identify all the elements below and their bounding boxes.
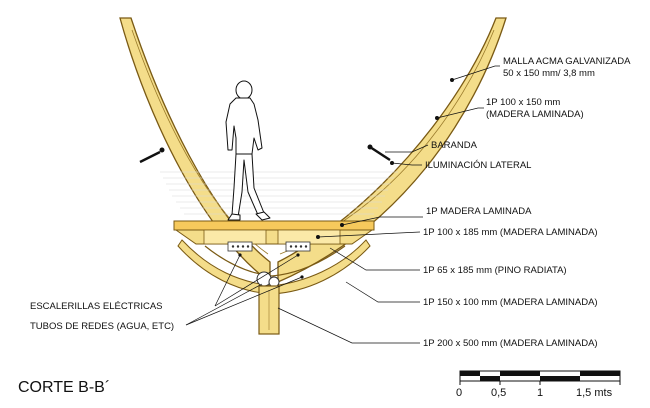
label-side-member-line2: (MADERA LAMINADA) (486, 109, 584, 120)
label-malla-line2: 50 x 150 mm/ 3,8 mm (503, 68, 595, 79)
deck (160, 171, 398, 245)
scale-tick-0: 0 (456, 387, 462, 399)
deck-mesh-lines (160, 171, 398, 215)
electrical-tray-right (285, 241, 311, 252)
label-escalerillas: ESCALERILLAS ELÉCTRICAS (30, 301, 163, 312)
scale-bar: 0 0,5 1 1,5 mts (456, 370, 621, 399)
network-pipes (256, 271, 280, 288)
railing-left (139, 147, 165, 164)
curved-lower-member (177, 239, 371, 295)
section-title: CORTE B-B´ (18, 379, 110, 396)
label-curved-member: 1P 150 x 100 mm (MADERA LAMINADA) (423, 297, 598, 308)
label-beam: 1P 100 x 185 mm (MADERA LAMINADA) (423, 227, 598, 238)
label-baranda: BARANDA (431, 140, 478, 151)
scale-tick-3: 1,5 mts (576, 387, 613, 399)
electrical-trays (227, 241, 311, 252)
scale-tick-2: 1 (537, 387, 543, 399)
pedestrian-figure (225, 80, 271, 221)
label-pino: 1P 65 x 185 mm (PINO RADIATA) (423, 265, 567, 276)
electrical-tray-left (227, 241, 253, 252)
leader-lines (185, 65, 500, 344)
railing-right (367, 144, 391, 162)
deck-plank (173, 220, 375, 231)
label-side-member-line1: 1P 100 x 150 mm (486, 97, 560, 108)
label-iluminacion: ILUMINACIÓN LATERAL (425, 160, 531, 171)
label-keel: 1P 200 x 500 mm (MADERA LAMINADA) (423, 338, 598, 349)
label-deck: 1P MADERA LAMINADA (426, 206, 532, 217)
scale-tick-1: 0,5 (491, 387, 506, 399)
cable-tray-curve (204, 245, 346, 277)
label-tubos: TUBOS DE REDES (AGUA, ETC) (30, 321, 174, 332)
label-malla-line1: MALLA ACMA GALVANIZADA (503, 56, 631, 67)
